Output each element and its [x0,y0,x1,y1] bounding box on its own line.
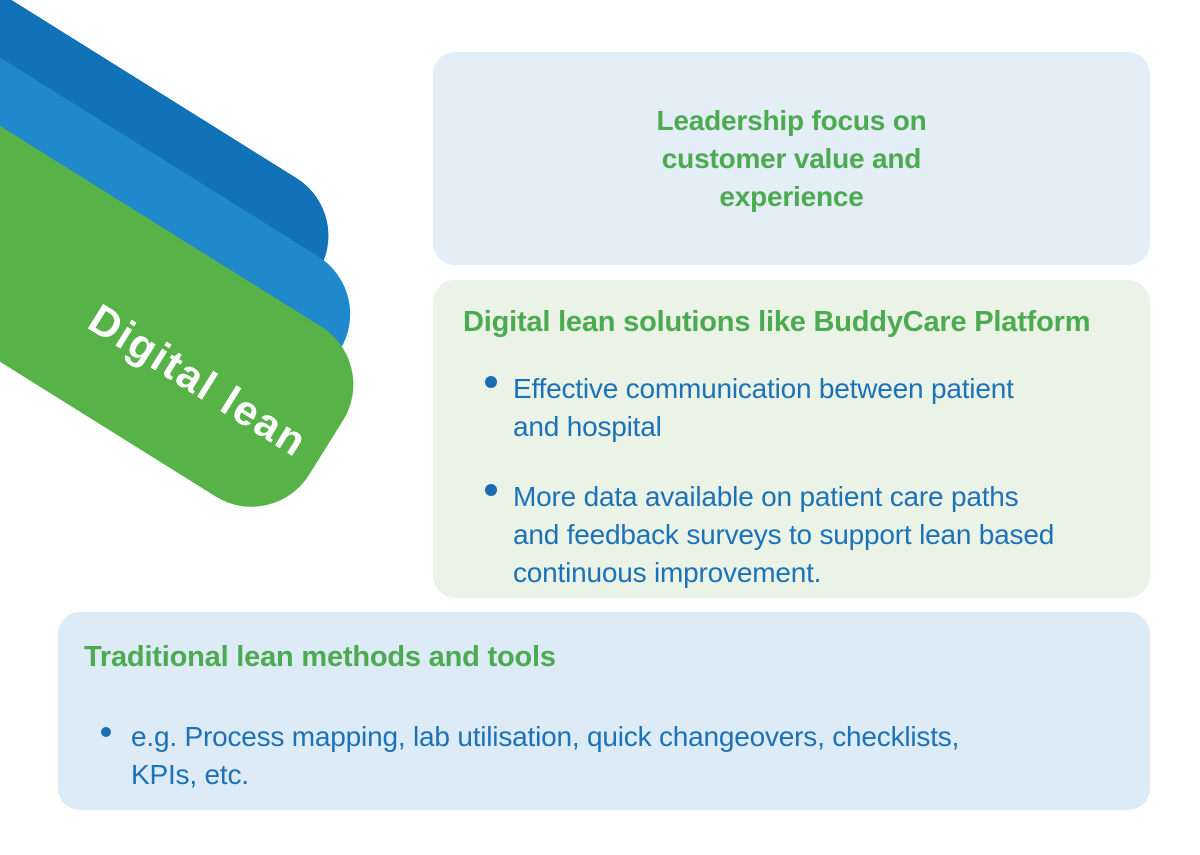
list-item: e.g. Process mapping, lab utilisation, q… [84,718,1122,794]
leadership-box: Leadership focus on customer value and e… [433,52,1150,265]
digital-solutions-title: Digital lean solutions like BuddyCare Pl… [463,306,1091,338]
traditional-lean-box: Traditional lean methods and tools e.g. … [58,612,1150,810]
digital-solutions-bullet-2: More data available on patient care path… [513,481,1055,588]
digital-solutions-bullet-1: Effective communication between patient … [513,373,1014,442]
bullet-dot-icon [485,484,497,496]
traditional-lean-bullet-1: e.g. Process mapping, lab utilisation, q… [131,721,960,790]
list-item: More data available on patient care path… [463,478,1122,592]
bullet-dot-icon [101,727,111,737]
leadership-title: Leadership focus on customer value and e… [656,104,927,212]
list-item: Effective communication between patient … [463,370,1122,446]
bullet-dot-icon [485,376,497,388]
banner-label: Digital lean [80,294,317,466]
traditional-lean-title: Traditional lean methods and tools [84,641,556,673]
digital-solutions-box: Digital lean solutions like BuddyCare Pl… [433,280,1150,598]
